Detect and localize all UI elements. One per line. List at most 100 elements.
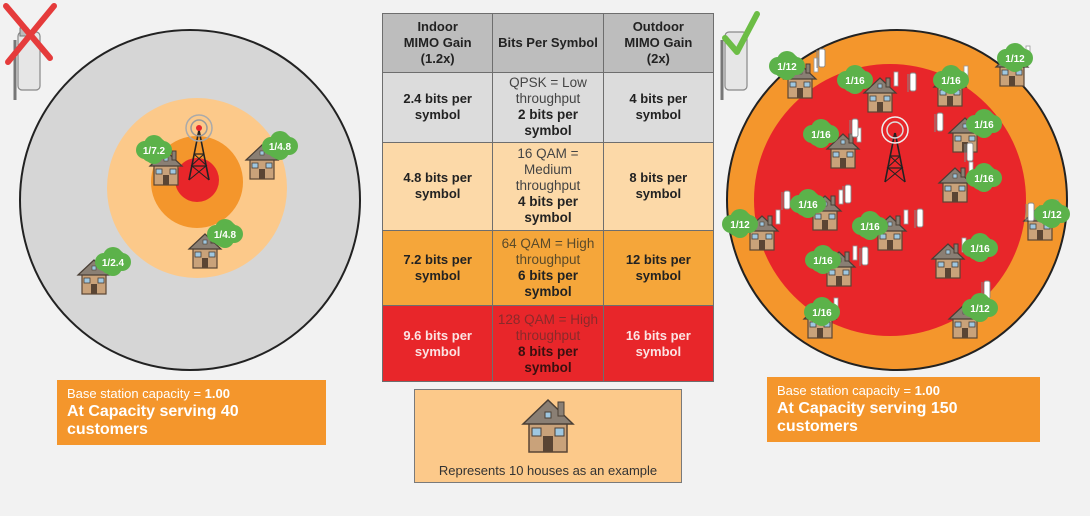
cell-line: 2.4 bits per xyxy=(403,91,472,107)
share-label-bubble: 1/4.8 xyxy=(207,219,243,248)
share-label-bubble: 1/16 xyxy=(805,245,841,274)
share-label-text: 1/16 xyxy=(813,256,833,267)
cell-line: (1.2x) xyxy=(420,51,455,66)
cell-line: symbol xyxy=(635,186,682,202)
cell-line: symbol xyxy=(635,343,682,359)
cross-mark-icon xyxy=(3,3,57,65)
cell-line: 128 QAM = High xyxy=(497,311,599,327)
legend-caption: Represents 10 houses as an example xyxy=(438,463,658,478)
share-label-bubble: 1/16 xyxy=(837,65,873,94)
cell-line: 16 QAM = xyxy=(517,146,579,162)
left-coverage-diagram: 1/7.2 1/4.8 1/4.8 1/2.4 xyxy=(3,3,361,371)
share-label-text: 1/16 xyxy=(970,244,990,255)
share-label-bubble: 1/12 xyxy=(962,293,998,322)
legend-box: Represents 10 houses as an example xyxy=(414,389,682,483)
header-bits-per-symbol: Bits Per Symbol xyxy=(492,13,604,73)
share-label-bubble: 1/16 xyxy=(962,233,998,262)
cell-line: Outdoor xyxy=(632,19,684,34)
check-mark-icon xyxy=(722,11,760,55)
share-label-bubble: 1/16 xyxy=(933,65,969,94)
share-label-text: 1/4.8 xyxy=(269,142,292,153)
cell-line: symbol xyxy=(414,267,461,283)
capacity-line: Base station capacity = 1.00 xyxy=(67,386,230,401)
share-label-bubble: 1/4.8 xyxy=(262,131,298,160)
right-capacity-box: Base station capacity = 1.00 At Capacity… xyxy=(767,377,1040,442)
cell-line: symbol xyxy=(414,186,461,202)
share-label-text: 1/16 xyxy=(941,76,961,87)
share-label-text: 1/12 xyxy=(1042,210,1062,221)
bits-per-symbol-text: 2 bits per symbol xyxy=(517,107,578,139)
cell-line: QPSK = Low xyxy=(509,75,587,91)
cell-line: Medium xyxy=(523,162,572,178)
share-label-text: 1/2.4 xyxy=(102,258,125,269)
cell-line: symbol xyxy=(414,343,461,359)
customers-line: At Capacity serving 40 customers xyxy=(67,403,239,438)
share-label-text: 1/16 xyxy=(812,308,832,319)
bits-per-symbol-text: 6 bits per symbol xyxy=(517,267,578,299)
share-label-bubble: 1/16 xyxy=(852,211,888,240)
share-label-text: 1/16 xyxy=(974,120,994,131)
bits-per-symbol-text: 8 bits per symbol xyxy=(517,343,578,375)
capacity-line: Base station capacity = 1.00 xyxy=(777,383,940,398)
cell-line: 16 bits per xyxy=(625,327,691,343)
share-label-bubble: 1/7.2 xyxy=(136,135,172,164)
cell-line: 7.2 bits per xyxy=(403,251,472,267)
share-label-text: 1/12 xyxy=(730,220,750,231)
cell-line: MIMO Gain xyxy=(624,35,693,50)
share-label-bubble: 1/16 xyxy=(803,119,839,148)
cell-line: Bits Per Symbol xyxy=(498,35,598,50)
cell-line: symbol xyxy=(635,107,682,123)
cell-line: throughput xyxy=(515,251,581,267)
cell-line: throughput xyxy=(515,327,581,343)
cell-line: symbol xyxy=(635,267,682,283)
cell-line: throughput xyxy=(515,91,581,107)
share-label-bubble: 1/12 xyxy=(722,209,758,238)
share-label-text: 1/12 xyxy=(970,304,990,315)
cell-line: 12 bits per xyxy=(625,251,691,267)
house-icon xyxy=(521,398,575,453)
cell-line: 64 QAM = High xyxy=(501,235,595,251)
left-capacity-box: Base station capacity = 1.00 At Capacity… xyxy=(57,380,326,445)
bits-per-symbol-text: 4 bits per symbol xyxy=(517,194,578,226)
share-label-text: 1/4.8 xyxy=(214,230,237,241)
customers-line: At Capacity serving 150 customers xyxy=(777,400,958,435)
share-label-text: 1/16 xyxy=(798,200,818,211)
share-label-text: 1/12 xyxy=(1005,54,1025,65)
share-label-text: 1/16 xyxy=(974,174,994,185)
share-label-bubble: 1/12 xyxy=(1034,199,1070,228)
share-label-text: 1/12 xyxy=(777,62,797,73)
share-label-text: 1/16 xyxy=(811,130,831,141)
cell-line: 8 bits per xyxy=(629,170,688,186)
share-label-bubble: 1/16 xyxy=(966,109,1002,138)
share-label-bubble: 1/12 xyxy=(769,51,805,80)
share-label-text: 1/16 xyxy=(845,76,865,87)
cell-line: 4 bits per xyxy=(629,91,688,107)
share-label-text: 1/16 xyxy=(860,222,880,233)
cell-line: 9.6 bits per xyxy=(403,327,472,343)
cell-line: Indoor xyxy=(417,19,458,34)
share-label-bubble: 1/16 xyxy=(790,189,826,218)
cell-line: symbol xyxy=(414,107,461,123)
share-label-text: 1/7.2 xyxy=(143,146,166,157)
share-label-bubble: 1/2.4 xyxy=(95,247,131,276)
cell-line: (2x) xyxy=(646,51,670,66)
right-coverage-diagram: 1/12 1/16 1/16 1/12 1/16 1/16 1/16 1/16 1/12 1/16… xyxy=(720,11,1070,371)
share-label-bubble: 1/16 xyxy=(804,297,840,326)
share-label-bubble: 1/16 xyxy=(966,163,1002,192)
